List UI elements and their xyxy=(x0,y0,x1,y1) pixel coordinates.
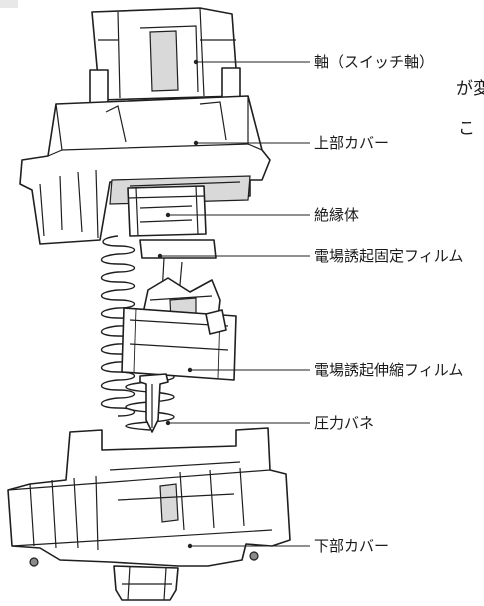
label-insulator: 絶縁体 xyxy=(314,206,360,224)
insulator-leader xyxy=(165,212,310,218)
fixed-film-leader xyxy=(157,253,310,259)
label-top-cover: 上部カバー xyxy=(314,134,390,152)
stretch-film-sheet xyxy=(121,307,237,381)
label-spring: 圧力バネ xyxy=(314,414,375,432)
cropped-edge-mark xyxy=(0,0,18,8)
bottom-cover xyxy=(7,427,291,601)
center-pin xyxy=(139,373,169,433)
top-cover-leader xyxy=(193,140,310,146)
label-stem: 軸（スイッチ軸） xyxy=(314,53,435,71)
label-bottom-cover: 下部カバー xyxy=(314,537,390,555)
stretch-film-leader xyxy=(187,367,310,373)
switch-stem xyxy=(89,7,241,105)
cropped-text-fragment-2: こ xyxy=(458,119,475,139)
bottom-cover-leader xyxy=(187,543,310,549)
label-stretch-film: 電場誘起伸縮フィルム xyxy=(314,361,464,379)
cropped-text-fragment-1: が変 xyxy=(456,79,484,99)
label-fixed-film: 電場誘起固定フィルム xyxy=(314,247,464,265)
insulator-block xyxy=(127,185,207,237)
stem-leader xyxy=(193,59,310,65)
spring-leader xyxy=(165,420,310,426)
